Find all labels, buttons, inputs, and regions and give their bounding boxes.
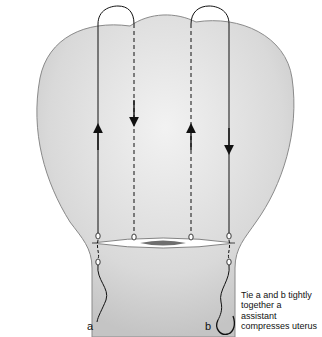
uterus-outline (37, 15, 294, 337)
direction-arrow (228, 128, 229, 150)
instruction-note: Tie a and b tightly together a assistant… (241, 290, 319, 331)
incision (92, 238, 235, 248)
suture-end-a (97, 265, 107, 322)
suture-end-b (218, 265, 229, 320)
suture-left-back (134, 24, 135, 236)
needle (217, 316, 235, 334)
suture-right-back (191, 24, 192, 236)
direction-arrow (97, 128, 98, 150)
suture-end-label: b (205, 320, 217, 333)
direction-arrow (133, 100, 134, 122)
suture-lower (228, 240, 229, 259)
direction-arrow (190, 128, 191, 150)
suture-left-front (98, 6, 134, 234)
suture-entry-points (96, 233, 231, 265)
suture-end-label: a (87, 320, 99, 333)
suture-lower (97, 240, 98, 259)
incision-opening (140, 241, 186, 246)
suture-right-front (191, 6, 229, 234)
